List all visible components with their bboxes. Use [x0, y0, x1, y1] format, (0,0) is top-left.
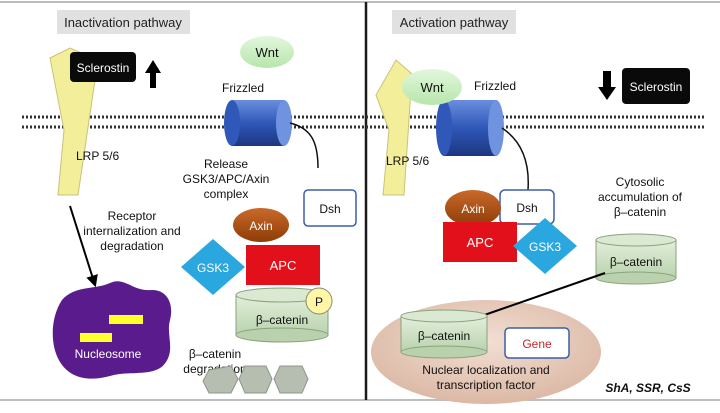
gene-box: [504, 327, 570, 359]
receptor-text-line1: Receptor: [108, 209, 157, 223]
left-panel-title: Inactivation pathway: [57, 10, 190, 34]
nuclear-text-line1: Nuclear localization and: [422, 363, 549, 377]
degraded-fragment-2: [238, 365, 273, 394]
axin-label-left: Axin: [249, 219, 272, 233]
apc-right: [443, 222, 517, 262]
sclerostin-box-left: [70, 52, 136, 82]
gsk3-left: [181, 239, 245, 295]
phosphate-circle: [305, 287, 333, 315]
beta-catenin-left: [235, 287, 329, 343]
degraded-fragment-3: [273, 365, 309, 394]
release-text-line3: complex: [204, 187, 249, 201]
internalization-arrow: [69, 205, 98, 288]
frizzled-receptor-left: [224, 100, 319, 169]
cytosolic-text-line1: Cytosolic: [616, 175, 665, 189]
frizzled-label-left: Frizzled: [222, 81, 264, 95]
dsh-label-right: Dsh: [516, 201, 537, 215]
receptor-text-line2: internalization and: [83, 224, 180, 238]
beta-catenin-nuclear-label: β–catenin: [418, 329, 470, 343]
nucleosome-band-1: [109, 315, 143, 324]
release-text-line2: GSK3/APC/Axin: [183, 172, 270, 186]
lrp-receptor-right: [375, 59, 413, 196]
axin-right: [445, 190, 501, 226]
nuclear-translocation-arrow: [467, 272, 606, 323]
gsk3-label-left: GSK3: [197, 261, 229, 275]
apc-left: [246, 245, 320, 285]
nucleosome-label: Nucleosome: [75, 347, 142, 361]
apc-label-right: APC: [467, 235, 494, 250]
phosphate-label: P: [315, 295, 323, 309]
gene-label: Gene: [522, 337, 552, 351]
beta-catenin-cytosolic-label: β–catenin: [610, 255, 662, 269]
apc-label-left: APC: [270, 258, 297, 273]
lrp-receptor-left: [49, 47, 99, 196]
degraded-fragment-1: [202, 365, 239, 394]
receptor-text-line3: degradation: [100, 239, 163, 253]
sclerostin-down-arrow: [598, 71, 616, 100]
axin-left: [233, 208, 289, 242]
axin-label-right: Axin: [461, 202, 484, 216]
nucleosome-band-2: [80, 333, 112, 342]
beta-catenin-nuclear: [400, 309, 488, 359]
dsh-label-left: Dsh: [319, 202, 340, 216]
dsh-box-left: [303, 189, 357, 227]
gsk3-label-right: GSK3: [529, 240, 561, 254]
lrp-label-left: LRP 5/6: [76, 149, 119, 163]
sclerostin-up-arrow: [145, 60, 161, 88]
cell-membrane: [22, 115, 705, 129]
beta-catenin-label-left: β–catenin: [256, 313, 308, 327]
release-text-line1: Release: [204, 157, 248, 171]
degradation-text-line1: β–catenin: [189, 347, 241, 361]
cytosolic-text-line2: accumulation of: [598, 190, 683, 204]
wnt-ligand-left: [240, 36, 294, 68]
wnt-label-right: Wnt: [420, 80, 444, 95]
wnt-label-left: Wnt: [255, 45, 279, 60]
cytosolic-text-line3: β–catenin: [614, 205, 666, 219]
wnt-ligand-right: [402, 69, 462, 105]
frizzled-label-right: Frizzled: [474, 79, 516, 93]
lrp-label-right: LRP 5/6: [386, 154, 429, 168]
svg-text:Activation pathway: Activation pathway: [400, 15, 509, 30]
sclerostin-label-right: Sclerostin: [630, 80, 683, 94]
sclerostin-label-left: Sclerostin: [77, 61, 130, 75]
beta-catenin-cytosolic: [595, 233, 677, 285]
nucleosome: [52, 281, 172, 379]
svg-text:Inactivation pathway: Inactivation pathway: [64, 15, 182, 30]
sclerostin-box-right: [622, 68, 690, 104]
nuclear-text-line2: transcription factor: [437, 378, 536, 392]
right-panel-title: Activation pathway: [392, 10, 516, 34]
author-signature: ShA, SSR, CsS: [605, 381, 690, 395]
gsk3-right: [513, 218, 577, 274]
frizzled-receptor-right: [436, 100, 529, 191]
